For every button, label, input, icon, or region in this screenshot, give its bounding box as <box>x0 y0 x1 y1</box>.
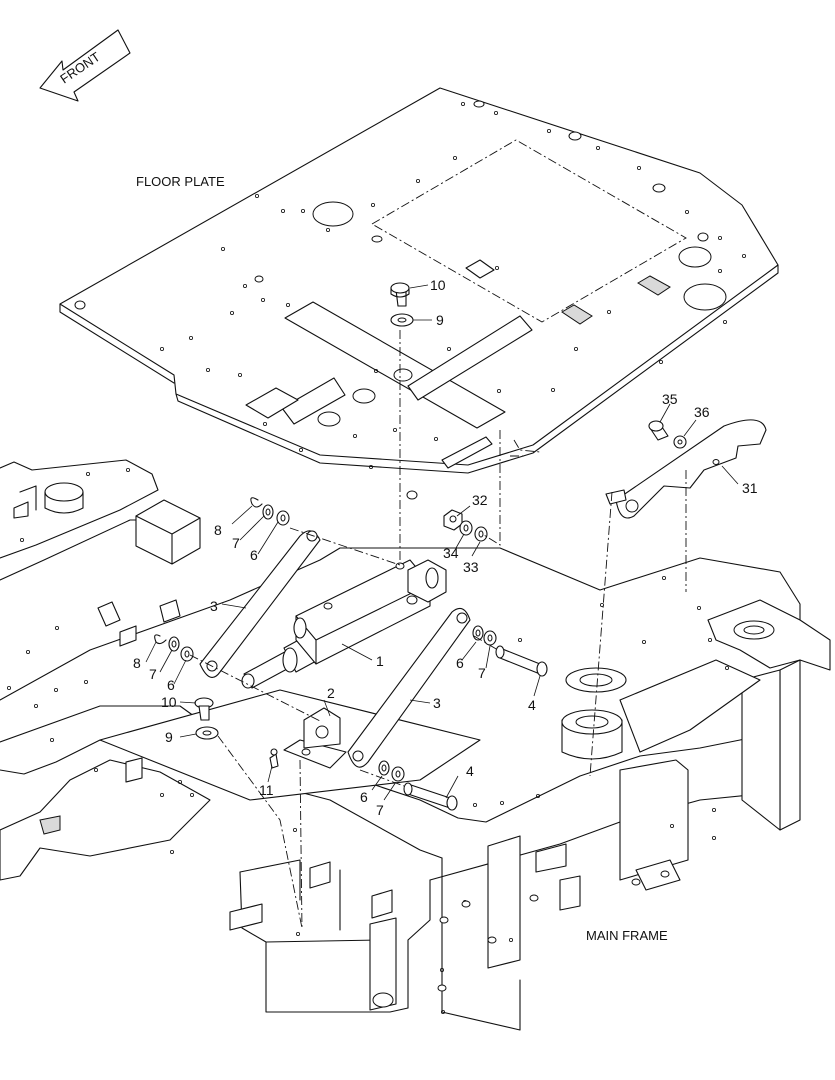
washer-36 <box>673 435 687 449</box>
callout-34: 34 <box>443 545 459 561</box>
floor-plate-label: FLOOR PLATE <box>136 174 225 189</box>
callout-9-top: 9 <box>436 312 444 328</box>
main-frame-label: MAIN FRAME <box>586 928 668 943</box>
bolt-10-lower <box>194 697 214 721</box>
callout-numbers: 10 9 8 7 6 3 8 7 6 1 2 10 9 11 3 6 7 4 4… <box>133 277 758 818</box>
callout-2: 2 <box>327 685 335 701</box>
pin-4-lower <box>403 782 458 811</box>
leader-lines <box>145 284 739 801</box>
front-direction-arrow: FRONT <box>39 29 131 102</box>
assembly-centerlines <box>189 330 687 931</box>
callout-6-bottom: 6 <box>360 789 368 805</box>
callout-35: 35 <box>662 391 678 407</box>
mounting-bracket <box>283 707 347 769</box>
callout-3-lower: 3 <box>433 695 441 711</box>
callout-33: 33 <box>463 559 479 575</box>
callout-7-right: 7 <box>478 665 486 681</box>
callout-9-lower: 9 <box>165 729 173 745</box>
callout-8-upper: 8 <box>214 522 222 538</box>
e-clip-8-upper <box>250 497 263 508</box>
callout-36: 36 <box>694 404 710 420</box>
link-arm-upper <box>199 530 321 678</box>
grease-fitting-11 <box>269 748 279 769</box>
callout-6-upper: 6 <box>250 547 258 563</box>
callout-6-lower: 6 <box>167 677 175 693</box>
main-frame <box>0 459 831 1031</box>
callout-7-upper: 7 <box>232 535 240 551</box>
bolt-35 <box>648 420 669 441</box>
gas-spring-cylinder <box>241 559 447 689</box>
callout-32: 32 <box>472 492 488 508</box>
callout-4-lower: 4 <box>466 763 474 779</box>
washer-9-top <box>390 313 414 327</box>
callout-1: 1 <box>376 653 384 669</box>
callout-8-lower: 8 <box>133 655 141 671</box>
callout-7-bottom: 7 <box>376 802 384 818</box>
callout-4-upper: 4 <box>528 697 536 713</box>
e-clip-8-lower <box>154 634 167 645</box>
floor-plate <box>59 87 779 500</box>
washer-9-lower <box>195 726 219 740</box>
pin-4-upper <box>495 645 548 677</box>
callout-10-lower: 10 <box>161 694 177 710</box>
bolt-10-top <box>390 282 410 307</box>
callout-11: 11 <box>259 782 274 798</box>
washer-33 <box>474 526 488 542</box>
lock-lever <box>605 419 767 519</box>
nut-32 <box>443 509 463 531</box>
callout-31: 31 <box>742 480 758 496</box>
callout-10-top: 10 <box>430 277 446 293</box>
link-arm-lower <box>347 607 471 768</box>
callout-6-right: 6 <box>456 655 464 671</box>
callout-3-upper: 3 <box>210 598 218 614</box>
callout-7-lower: 7 <box>149 666 157 682</box>
washer-34 <box>459 520 473 536</box>
